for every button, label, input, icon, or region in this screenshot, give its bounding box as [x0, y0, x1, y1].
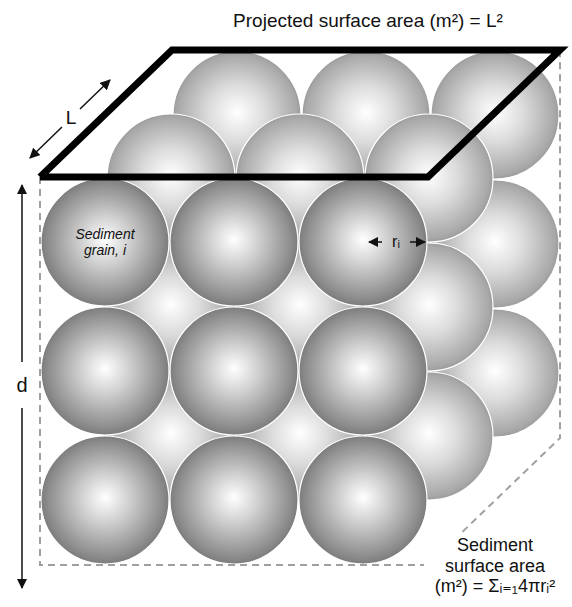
- length-label: L: [66, 107, 77, 129]
- projected-area-outline: [40, 50, 560, 177]
- sediment-grain: [299, 178, 427, 306]
- dimension-arrow: [80, 80, 110, 109]
- grain-label: Sediment grain, i: [60, 226, 150, 258]
- volume-edge: [428, 50, 560, 565]
- volume-edge: [40, 177, 428, 565]
- sediment-grain: [170, 178, 298, 306]
- volume-outline: [22, 50, 560, 588]
- sediment-grain: [41, 436, 169, 564]
- sediment-grains: [41, 51, 559, 564]
- depth-label: d: [14, 372, 29, 399]
- dimension-arrow: [410, 241, 425, 243]
- surface-area-label: Sediment surface area (m²) = Σᵢ₌₁4πrᵢ²: [424, 533, 566, 599]
- radius-label: rᵢ: [392, 233, 400, 251]
- sediment-grain: [41, 307, 169, 435]
- sediment-grain: [41, 178, 169, 306]
- sediment-grain: [170, 307, 298, 435]
- projected-area-label: Projected surface area (m²) = L²: [233, 10, 503, 32]
- dimension-arrow: [30, 127, 62, 158]
- dimension-arrow: [21, 185, 23, 362]
- sediment-grain: [299, 436, 427, 564]
- dimension-arrow: [369, 241, 382, 243]
- dimension-arrow: [21, 408, 23, 588]
- sediment-grain: [299, 307, 427, 435]
- sediment-grain: [170, 436, 298, 564]
